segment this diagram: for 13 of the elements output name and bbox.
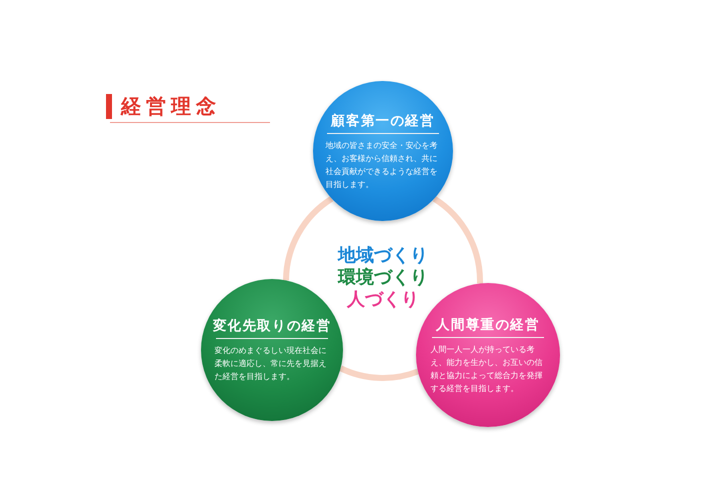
slogan-text: 環境づくり xyxy=(338,267,428,289)
ring-arc xyxy=(432,196,483,284)
body-text: 地域の皆さまの安全・安心を考え、お客様から信頼され、共に社会貢献ができるような経営を目指します。 xyxy=(326,138,439,190)
body-text: 人間一人一人が持っている考え、能力を生かし、お互いの信頼と協力によって総合力を発揮する経営を目指します。 xyxy=(430,342,544,394)
body-text: 変化のめまぐるしい現在社会に柔軟に適応し、常に先を見据えた経営を目指します。 xyxy=(214,344,328,383)
heading-text: 顧客第一の経営 xyxy=(331,112,435,130)
slogan-text: 人づくり xyxy=(347,289,419,311)
heading-text: 人間尊重の経営 xyxy=(436,316,540,334)
slogan-text: 地域づくり xyxy=(338,245,428,267)
title: 経営理念 xyxy=(121,94,221,118)
ring-arc xyxy=(339,365,419,381)
ring-arc xyxy=(283,196,334,281)
heading-text: 変化先取りの経営 xyxy=(212,317,332,335)
